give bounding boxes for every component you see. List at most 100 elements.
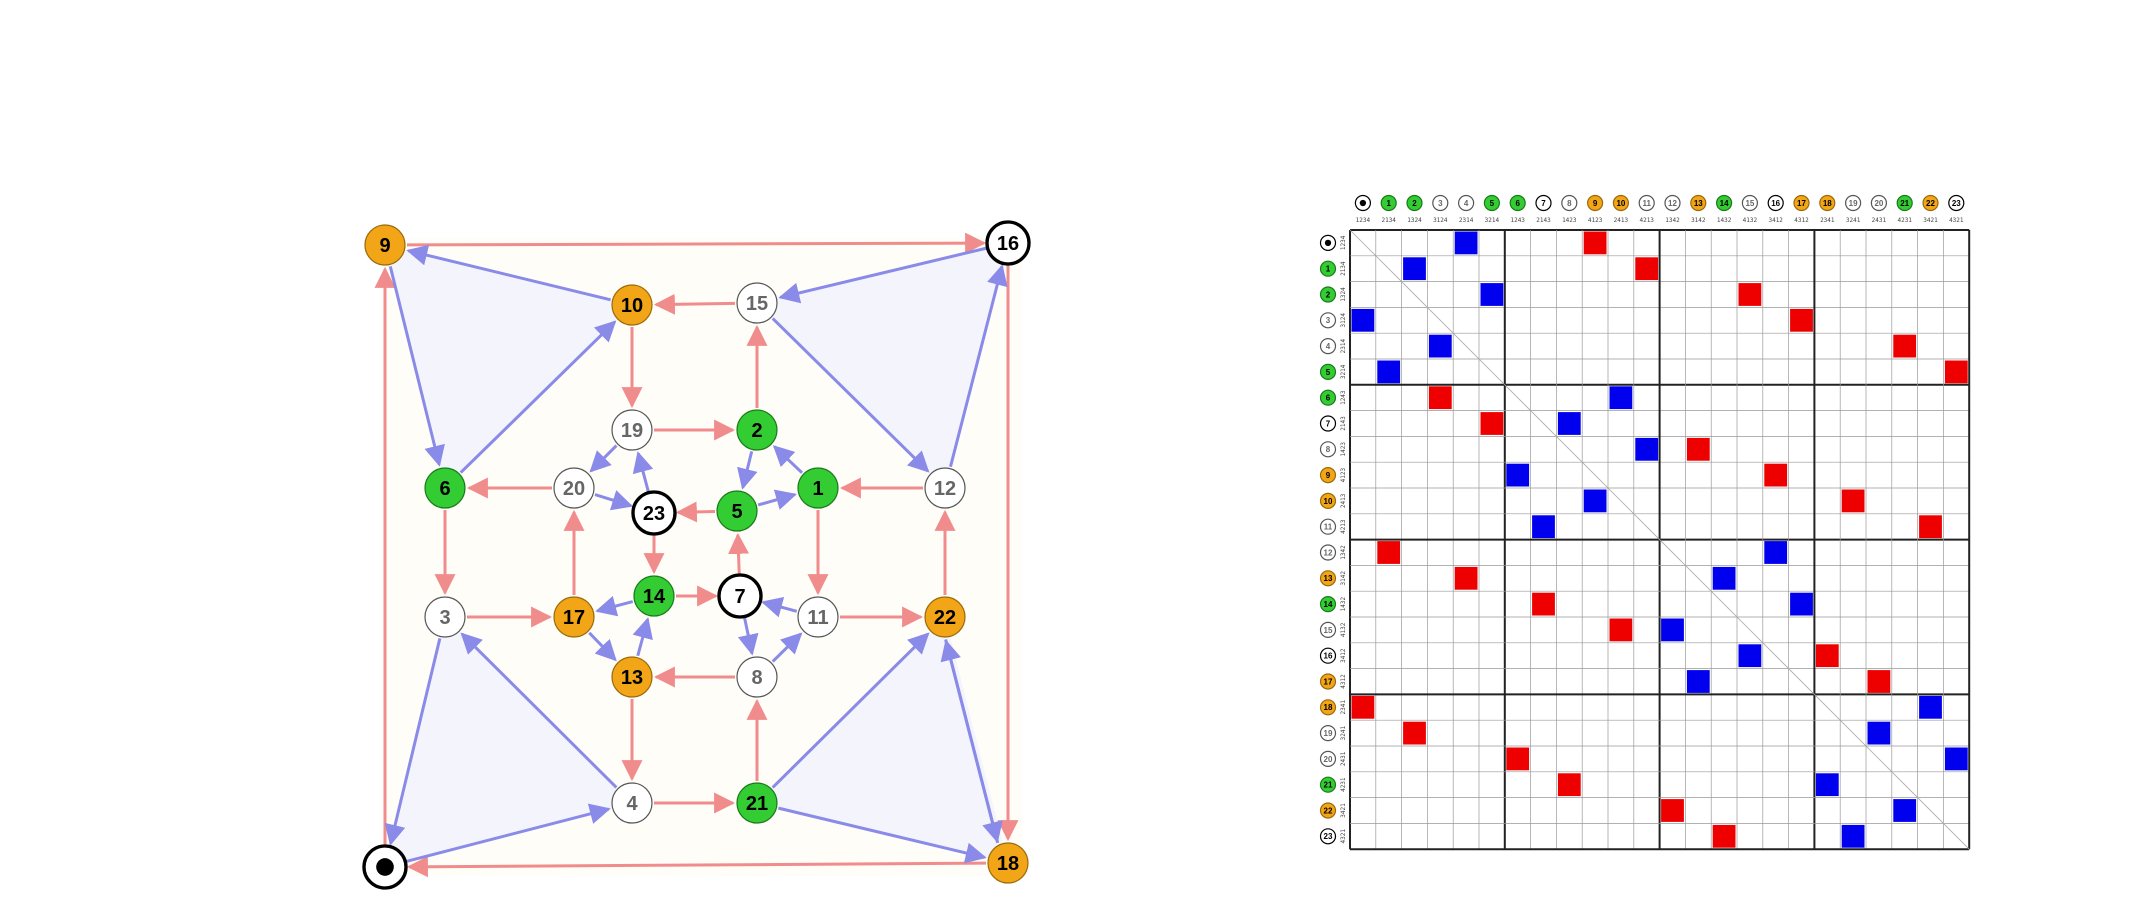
column-code: 4231 (1897, 217, 1912, 224)
node-circle (1612, 194, 1630, 212)
node-label: 2 (1326, 290, 1331, 299)
node-circle (1690, 194, 1707, 212)
row-code: 2431 (1340, 751, 1347, 766)
node-circle (1319, 260, 1337, 277)
row-code: 2134 (1340, 261, 1347, 276)
node-label: 5 (1490, 199, 1495, 208)
node-circle (1319, 286, 1337, 303)
node-circle (1319, 570, 1337, 587)
matrix-cell-red (1403, 721, 1426, 745)
node-circle (1319, 699, 1337, 716)
node-label: 11 (1642, 199, 1651, 208)
node-label: 19 (621, 420, 643, 442)
column-code: 2341 (1820, 217, 1835, 224)
row-code: 1234 (1340, 235, 1347, 250)
graph-edge-blue (772, 445, 804, 474)
node-col-5: 5 (1483, 194, 1501, 212)
node-col-4: 4 (1457, 194, 1475, 212)
matrix-cell-red (1815, 644, 1839, 668)
node-circle (1319, 776, 1337, 793)
row-code: 4132 (1340, 622, 1347, 637)
graph-edge-blue (406, 244, 611, 302)
matrix-cell-red (1686, 437, 1710, 461)
node-14: 14 (633, 575, 675, 617)
node-row-23: 23 (1319, 828, 1337, 845)
column-code: 3214 (1485, 217, 1500, 224)
graph-edge-blue (737, 450, 758, 490)
node-col-9: 9 (1586, 194, 1604, 212)
row-code: 1423 (1340, 442, 1347, 457)
node-col-1: 1 (1380, 194, 1397, 212)
row-code: 1342 (1340, 545, 1347, 560)
node-row-21: 21 (1319, 776, 1337, 793)
node-circle (1535, 194, 1552, 212)
node-row-9: 9 (1319, 467, 1337, 484)
node-label: 3 (1326, 316, 1331, 325)
node-circle (1844, 194, 1862, 212)
node-label: 14 (1720, 199, 1729, 208)
node-col-20: 20 (1870, 194, 1888, 212)
matrix-cell-red (1480, 412, 1504, 435)
node-row-12: 12 (1319, 544, 1337, 561)
node-5: 5 (716, 490, 758, 532)
matrix-cell-blue (1532, 515, 1555, 539)
matrix-cell-blue (1790, 592, 1813, 616)
matrix-cell-red (1944, 360, 1968, 384)
node-col-11: 11 (1638, 194, 1655, 212)
column-code: 1324 (1407, 217, 1422, 224)
node-circle (1586, 194, 1604, 212)
node-label: 16 (1324, 652, 1333, 661)
graph-edge-blue (588, 631, 617, 662)
row-code: 4213 (1340, 519, 1347, 534)
graph-edge-blue (405, 803, 611, 863)
graph-edge-blue (757, 489, 797, 510)
node-circle (611, 284, 653, 326)
node-row-11: 11 (1319, 518, 1337, 535)
row-code: 3142 (1340, 571, 1347, 586)
node-circle (1406, 194, 1423, 212)
node-circle (1319, 518, 1337, 535)
node-col-15: 15 (1741, 194, 1759, 212)
matrix-cell-red (1609, 618, 1633, 642)
matrix-cell-red (1583, 231, 1607, 255)
node-row-1: 1 (1319, 260, 1337, 277)
node-label: 6 (439, 478, 450, 500)
node-label: 10 (621, 295, 643, 317)
graph-edge-blue (771, 317, 930, 473)
node-label: 1 (1326, 265, 1331, 274)
node-col-7: 7 (1535, 194, 1552, 212)
graph-edge-blue (595, 595, 634, 617)
graph-edge-red (728, 532, 750, 575)
node-circle (1896, 194, 1913, 212)
row-code: 2341 (1340, 700, 1347, 715)
node-row-19: 19 (1319, 724, 1337, 742)
node-label: 6 (1515, 199, 1520, 208)
node-label: 17 (1797, 199, 1806, 208)
node-circle (736, 656, 778, 698)
graph-face (757, 617, 1008, 863)
node-label: 9 (379, 235, 390, 257)
node-label: 18 (1823, 199, 1832, 208)
column-code: 1243 (1510, 217, 1525, 224)
matrix-cell-blue (1815, 773, 1839, 797)
node-label: 22 (1324, 806, 1333, 815)
node-circle (1380, 194, 1397, 212)
column-code: 4213 (1639, 217, 1654, 224)
matrix-cell-red (1635, 257, 1659, 281)
node-circle (1638, 194, 1655, 212)
node-col-18: 18 (1819, 194, 1836, 212)
node-col-17: 17 (1793, 194, 1810, 212)
matrix-cell-red (1841, 489, 1865, 513)
graph-edge-blue (949, 264, 1008, 468)
node-label: 23 (1324, 832, 1333, 841)
node-circle (1319, 647, 1337, 664)
matrix-cell-blue (1428, 334, 1452, 358)
node-col-12: 12 (1664, 194, 1681, 212)
column-code: 3142 (1691, 217, 1706, 224)
matrix-column-headers: 1234121342132433124423145321461243721438… (1354, 194, 1965, 224)
node-3: 3 (424, 596, 466, 638)
node-row-2: 2 (1319, 286, 1337, 303)
graph-faces (385, 243, 1008, 867)
